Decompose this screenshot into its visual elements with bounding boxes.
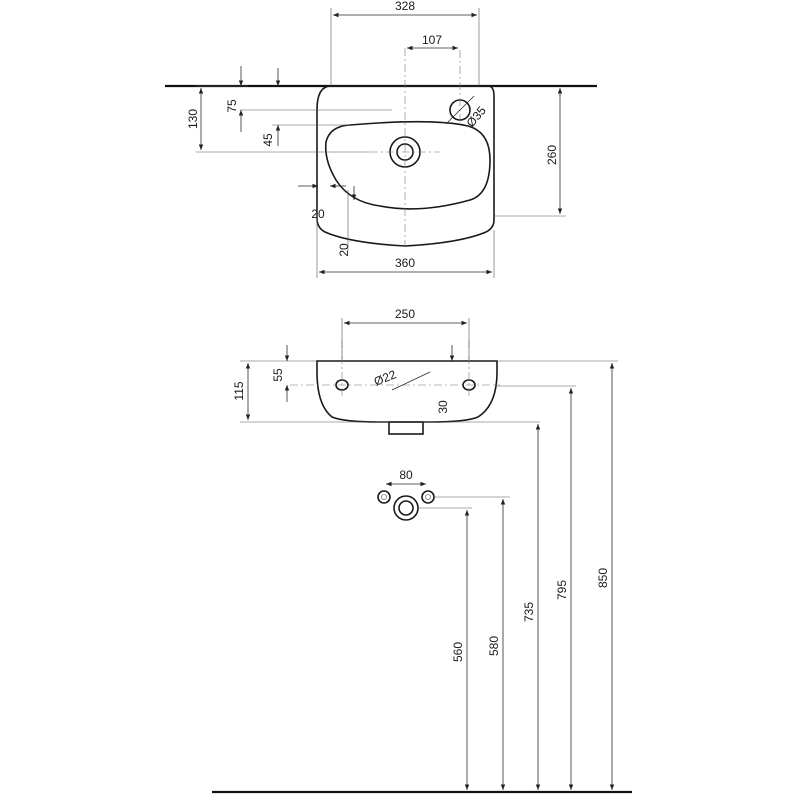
dim-line-hole-dia	[391, 371, 431, 391]
dim-label-328: 328	[395, 0, 415, 13]
dim-label-850: 850	[596, 568, 610, 588]
dim-label-735: 735	[522, 602, 536, 622]
dim-label-30: 30	[436, 400, 450, 414]
dim-label-75: 75	[225, 99, 239, 113]
dim-label-115: 115	[232, 381, 246, 400]
dim-label-250: 250	[395, 307, 415, 321]
waste-outer	[393, 495, 419, 521]
basin-outline-front	[316, 360, 498, 423]
connections-view: 80	[377, 468, 510, 521]
dim-line-tap-dia	[445, 95, 475, 125]
dim-label-107: 107	[422, 33, 442, 47]
siphon-stub	[388, 421, 424, 435]
supply-left-inner	[381, 494, 387, 500]
dim-label-hole-dia: Ø22	[372, 367, 399, 389]
waste-inner	[398, 500, 414, 516]
dim-label-360: 360	[395, 256, 415, 270]
dim-label-795: 795	[555, 580, 569, 600]
supply-right	[421, 490, 435, 504]
dim-label-20-v: 20	[337, 243, 351, 257]
dim-label-80: 80	[399, 468, 413, 482]
bowl-inner-plan	[324, 120, 491, 210]
front-view: 250 115 55 Ø22 30	[232, 307, 618, 435]
supply-left	[377, 490, 391, 504]
supply-right-inner	[425, 494, 431, 500]
dim-label-260: 260	[545, 145, 559, 165]
dim-label-130: 130	[186, 109, 200, 129]
dim-label-55: 55	[271, 368, 285, 382]
dim-label-580: 580	[487, 636, 501, 656]
plan-view: 328 107 130 75 45 Ø35 260 20 20	[165, 0, 597, 278]
dim-label-45: 45	[261, 133, 275, 147]
dim-label-20-h: 20	[311, 207, 325, 221]
dim-label-560: 560	[451, 642, 465, 662]
height-dimensions: 560 580 735 795 850	[212, 363, 632, 794]
